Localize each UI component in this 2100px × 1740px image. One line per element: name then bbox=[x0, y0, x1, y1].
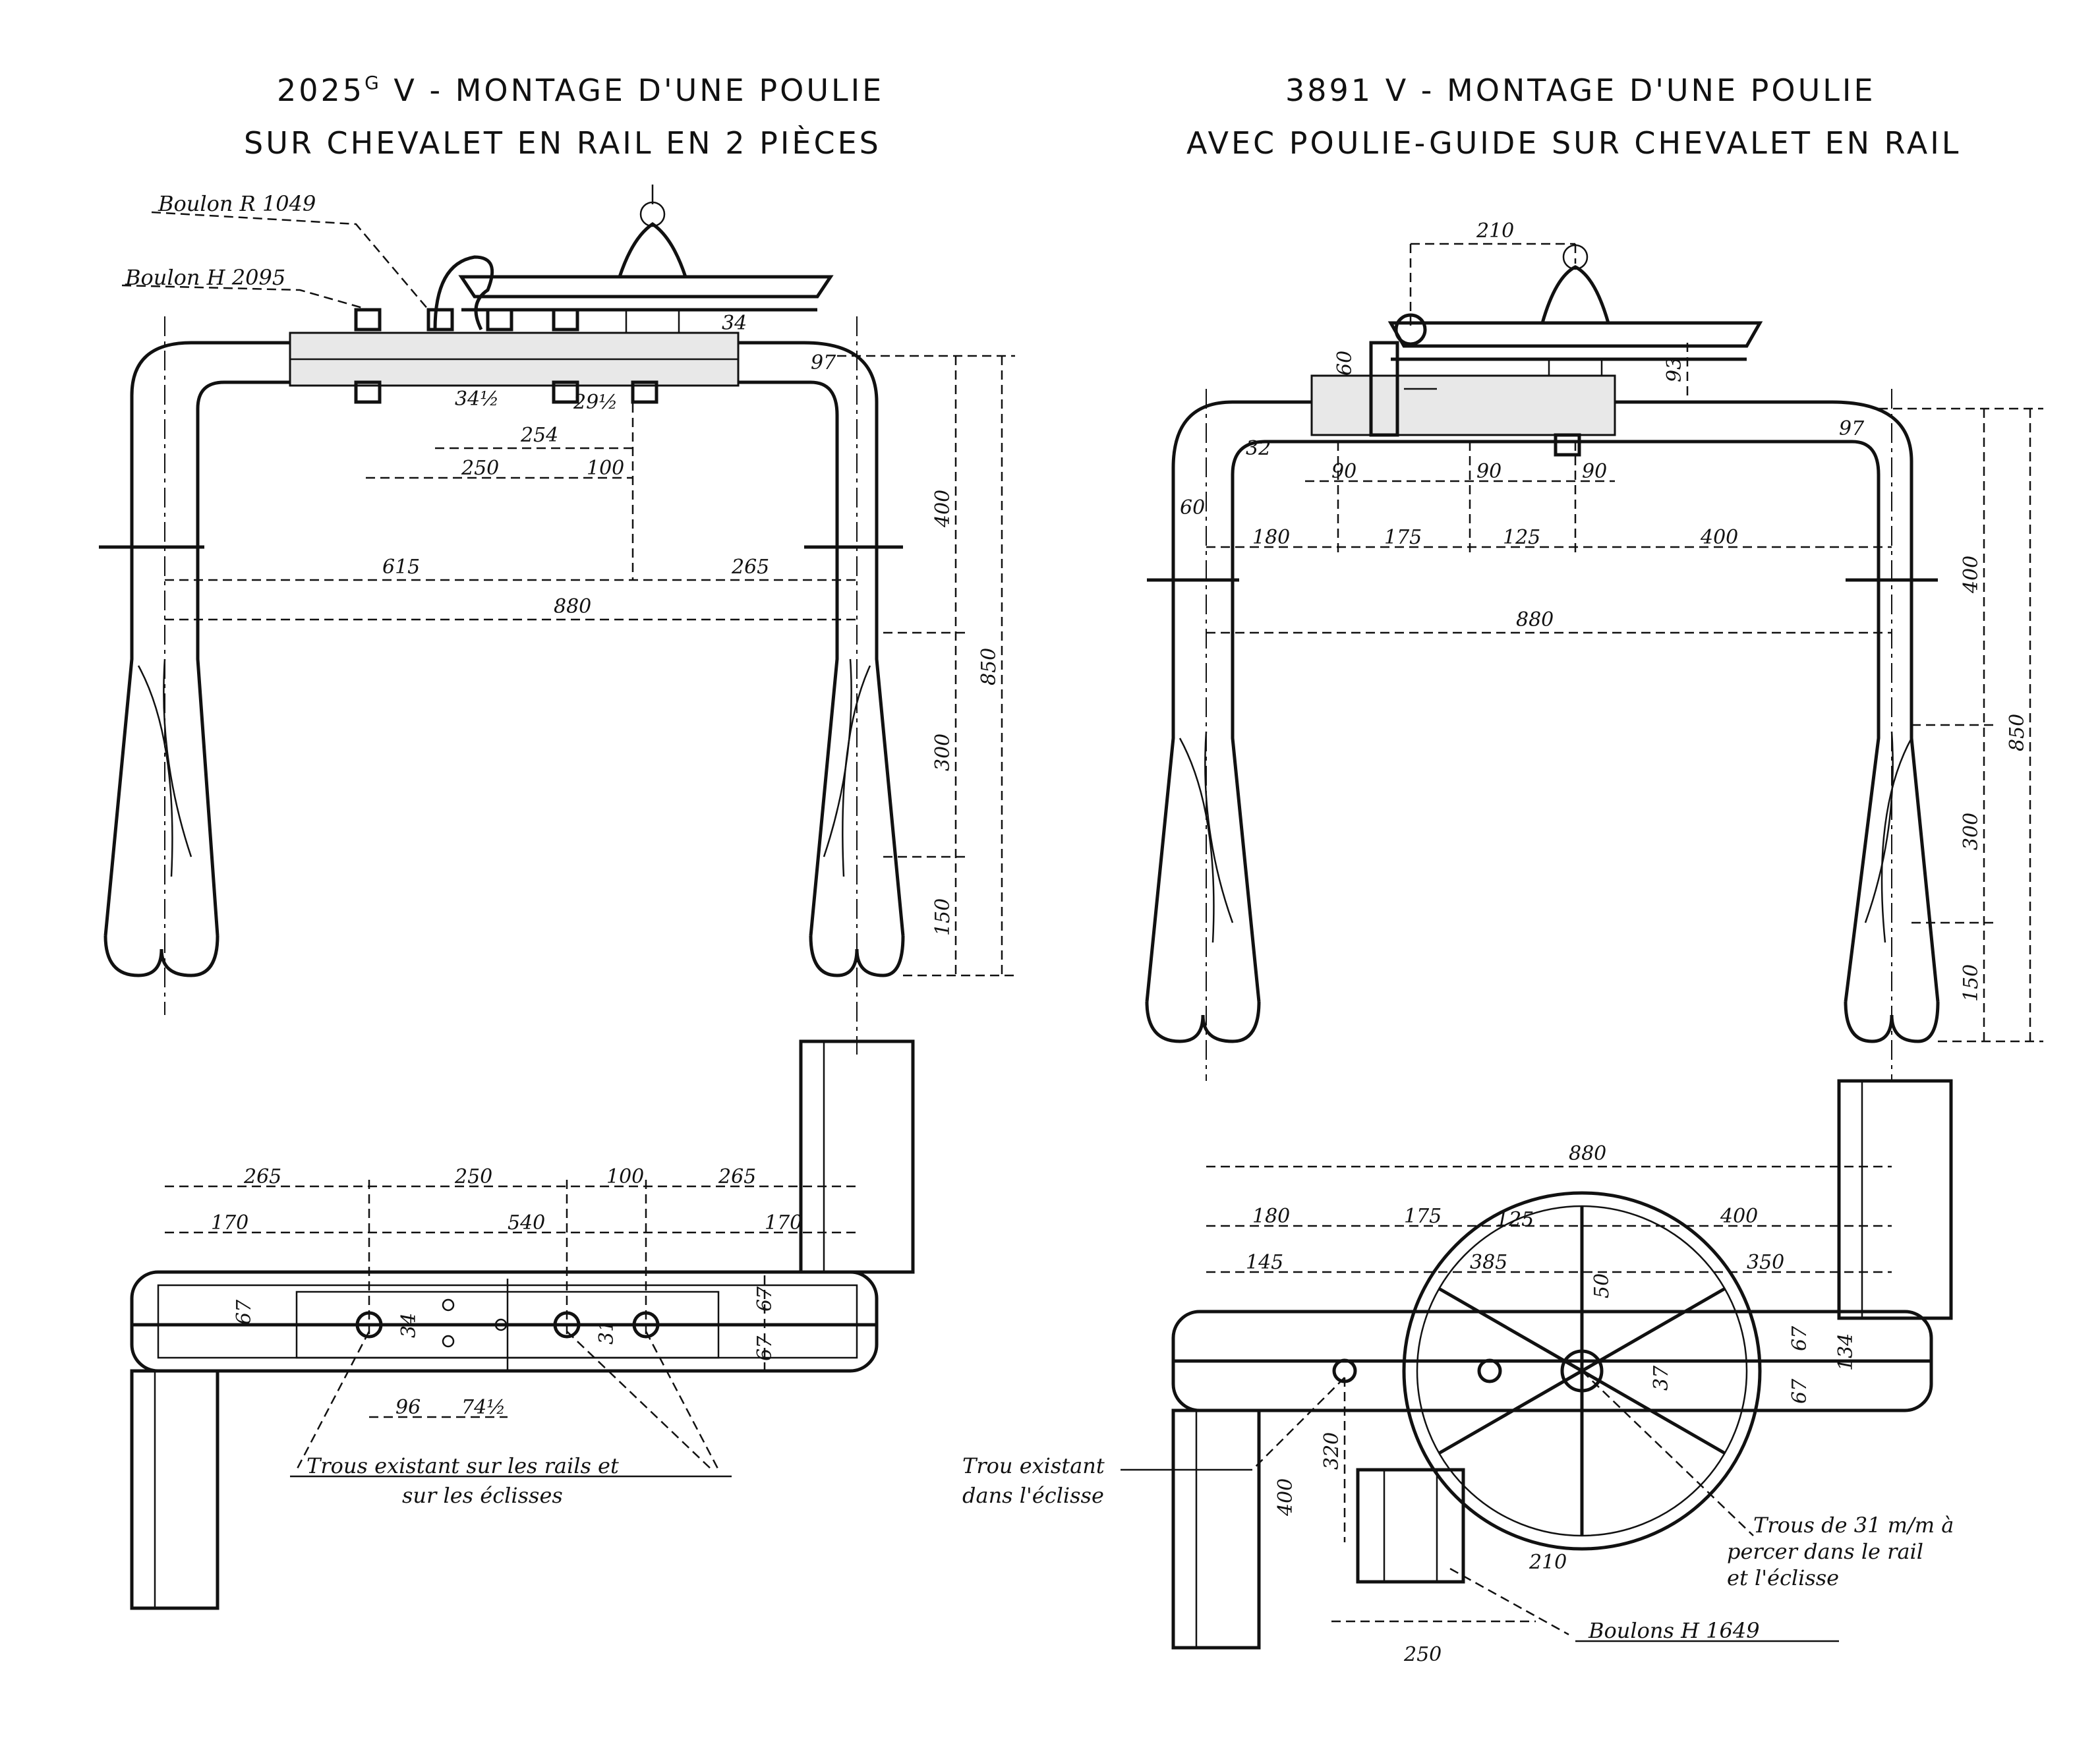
right-plan-dim-250: 250 bbox=[1403, 1643, 1442, 1666]
right-plan-dim-400: 400 bbox=[1720, 1205, 1758, 1228]
left-dim-97: 97 bbox=[811, 351, 836, 374]
left-plan-dim-250: 250 bbox=[454, 1165, 492, 1188]
right-dim-60b: 60 bbox=[1180, 496, 1205, 519]
right-plan-dim-50: 50 bbox=[1590, 1273, 1614, 1298]
left-dim-880: 880 bbox=[554, 595, 591, 618]
left-plan-dim-170a: 170 bbox=[211, 1211, 248, 1234]
right-dim-880: 880 bbox=[1516, 608, 1554, 631]
right-dim-175: 175 bbox=[1384, 526, 1422, 549]
right-dim-210: 210 bbox=[1476, 219, 1514, 243]
right-dim-850: 850 bbox=[2006, 714, 2029, 751]
right-dim-400: 400 bbox=[1700, 526, 1738, 549]
left-plan-view bbox=[130, 1039, 915, 1610]
right-label-trou-line1: Trou existant bbox=[962, 1453, 1105, 1478]
right-plan-dim-175: 175 bbox=[1404, 1205, 1442, 1228]
left-plan-dim-67b: 67 bbox=[753, 1286, 776, 1312]
right-dim-97: 97 bbox=[1839, 417, 1865, 440]
left-dim-850: 850 bbox=[977, 648, 1001, 685]
right-pulley-assembly bbox=[1310, 244, 1763, 457]
right-rail-frame bbox=[1145, 389, 1940, 1081]
right-dim-32: 32 bbox=[1246, 437, 1271, 460]
right-dim-150: 150 bbox=[1960, 964, 1983, 1002]
right-dim-90b: 90 bbox=[1476, 460, 1502, 483]
left-plan-dim-31: 31 bbox=[595, 1320, 618, 1345]
right-dim-180: 180 bbox=[1252, 526, 1290, 549]
right-plan-dim-880: 880 bbox=[1569, 1142, 1606, 1165]
right-plan-dim-210: 210 bbox=[1529, 1551, 1567, 1574]
left-rail-frame bbox=[99, 316, 905, 1055]
right-plan-dim-180: 180 bbox=[1252, 1205, 1290, 1228]
left-plan-dim-540: 540 bbox=[508, 1211, 545, 1234]
right-plan-dim-37: 37 bbox=[1650, 1365, 1673, 1391]
left-plan-dim-100: 100 bbox=[606, 1165, 644, 1188]
left-plan-dim-170b: 170 bbox=[765, 1211, 802, 1234]
right-label-trous-line2: percer dans le rail bbox=[1727, 1539, 1923, 1564]
left-dim-100: 100 bbox=[587, 457, 624, 480]
right-dim-60: 60 bbox=[1333, 351, 1356, 376]
right-plan-dim-67a: 67 bbox=[1788, 1325, 1811, 1351]
right-label-trou-line2: dans l'éclisse bbox=[962, 1483, 1104, 1508]
left-dim-300: 300 bbox=[931, 734, 954, 771]
left-dim-254: 254 bbox=[520, 424, 558, 447]
left-plan-dim-96: 96 bbox=[395, 1396, 421, 1419]
left-label-trous-line1: Trous existant sur les rails et bbox=[306, 1453, 619, 1478]
left-pulley-assembly bbox=[289, 185, 834, 404]
left-plan-dim-265a: 265 bbox=[243, 1165, 281, 1188]
left-dim-265: 265 bbox=[731, 556, 769, 579]
left-plan-dim-67c: 67 bbox=[753, 1335, 776, 1361]
right-plan-dim-145: 145 bbox=[1246, 1251, 1283, 1274]
right-dim-300: 300 bbox=[1960, 813, 1983, 850]
left-plan-dim-74: 74½ bbox=[461, 1396, 506, 1419]
right-elevation-dimensions bbox=[1206, 243, 2043, 1043]
right-title-line2: AVEC POULIE-GUIDE SUR CHEVALET EN RAIL bbox=[1186, 125, 1961, 161]
right-dim-400v: 400 bbox=[1960, 556, 1983, 594]
left-dim-34: 34 bbox=[722, 312, 747, 335]
left-label-boulon-h: Boulon H 2095 bbox=[125, 265, 285, 290]
left-dim-34mm: 34½ bbox=[455, 388, 499, 411]
right-label-boulons: Boulons H 1649 bbox=[1588, 1618, 1760, 1643]
right-dim-125: 125 bbox=[1503, 526, 1540, 549]
right-dim-93: 93 bbox=[1663, 357, 1686, 382]
right-drawing: 3891 V - MONTAGE D'UNE POULIE AVEC POULI… bbox=[962, 72, 2043, 1666]
left-label-trous-line2: sur les éclisses bbox=[402, 1483, 563, 1508]
right-plan-dim-67b: 67 bbox=[1788, 1378, 1811, 1404]
right-label-trous-line3: et l'éclisse bbox=[1727, 1565, 1839, 1590]
left-dim-615: 615 bbox=[382, 556, 420, 579]
right-label-trous-line1: Trous de 31 m/m à bbox=[1753, 1513, 1954, 1538]
right-plan-dim-320: 320 bbox=[1320, 1432, 1343, 1470]
right-dim-90a: 90 bbox=[1331, 460, 1356, 483]
left-dim-400: 400 bbox=[931, 490, 954, 528]
left-title-line2: SUR CHEVALET EN RAIL EN 2 PIÈCES bbox=[244, 125, 881, 161]
left-dim-250: 250 bbox=[461, 457, 499, 480]
right-plan-dim-125: 125 bbox=[1496, 1208, 1534, 1231]
left-label-boulon-r: Boulon R 1049 bbox=[158, 191, 316, 216]
left-dim-150: 150 bbox=[931, 898, 954, 936]
right-title-line1: 3891 V - MONTAGE D'UNE POULIE bbox=[1285, 72, 1876, 108]
right-plan-dim-400v: 400 bbox=[1274, 1478, 1297, 1517]
right-plan-dim-134: 134 bbox=[1834, 1333, 1857, 1371]
left-dim-29mm: 29½ bbox=[573, 391, 618, 414]
left-plan-dim-67a: 67 bbox=[233, 1299, 256, 1325]
left-title-line1: 2025G V - MONTAGE D'UNE POULIE bbox=[277, 72, 884, 108]
right-dim-90c: 90 bbox=[1582, 460, 1607, 483]
left-plan-dim-34: 34 bbox=[397, 1313, 421, 1338]
right-plan-dim-350: 350 bbox=[1747, 1251, 1784, 1274]
left-plan-dim-265b: 265 bbox=[718, 1165, 756, 1188]
right-plan-dim-385: 385 bbox=[1470, 1251, 1507, 1274]
right-plan-view bbox=[1121, 1079, 1953, 1650]
left-elevation-dimensions bbox=[165, 355, 1015, 977]
left-drawing: 2025G V - MONTAGE D'UNE POULIE SUR CHEVA… bbox=[99, 72, 1015, 1610]
